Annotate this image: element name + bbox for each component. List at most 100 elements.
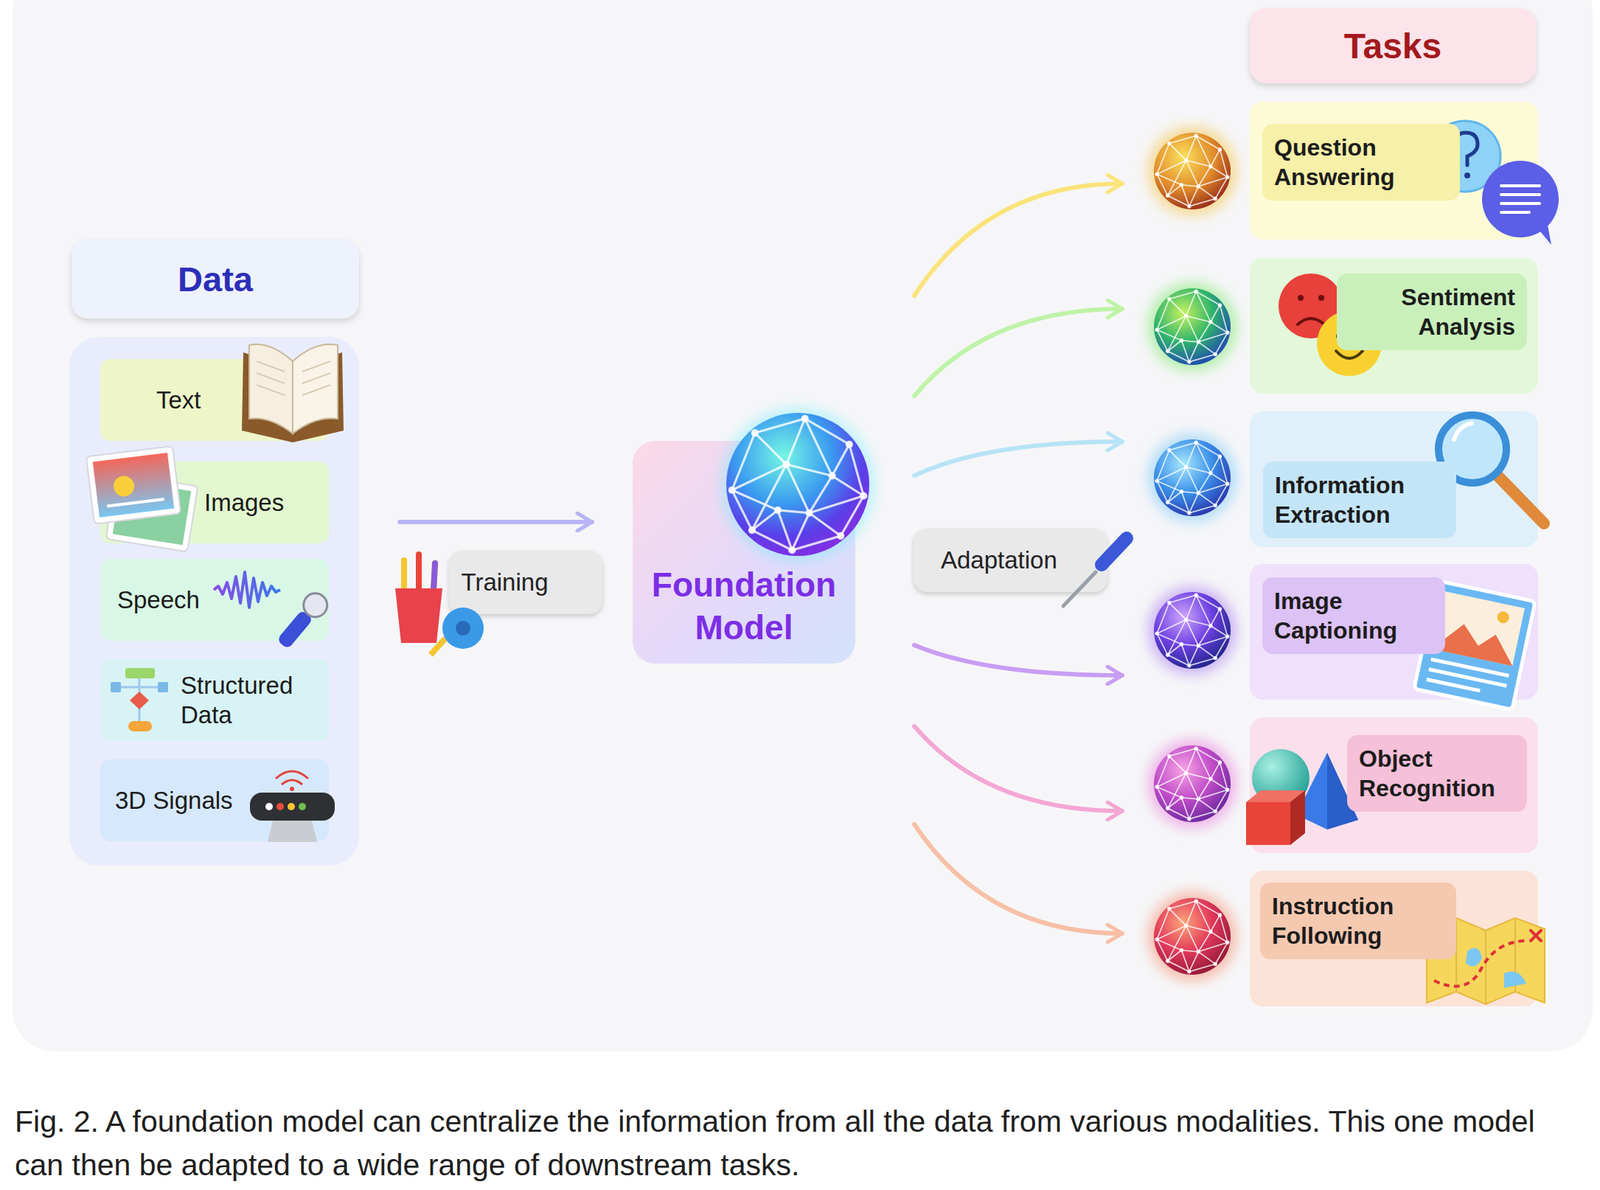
map-icon [1456,917,1516,1005]
node-text: Sentiment Analysis [1336,273,1528,351]
sentiment-icon [1278,273,1344,339]
router-icon [289,786,295,792]
label-box: Adaptation [913,528,1108,593]
map-icon [1426,917,1545,1005]
structured-data-icon [120,678,158,722]
magnifier-icon [1438,415,1544,524]
sentiment-icon [1278,273,1382,377]
task-sphere [1148,739,1237,829]
shapes-icon [1251,749,1310,807]
task-sphere [1148,892,1237,981]
map-icon [1426,917,1545,1005]
shapes-icon [1246,802,1291,845]
foundation-model-box: Foundation Model [632,440,856,664]
task-sphere [1148,586,1237,675]
task-sphere [1148,282,1237,371]
data-item-box: 3D Signals [100,759,329,842]
node-text: Image Captioning [1262,577,1446,655]
task-sphere [1153,439,1231,517]
images-icon [112,480,191,545]
router-icon [298,802,306,811]
task-sphere [1154,440,1230,515]
picture-card-icon [1431,591,1525,667]
connector-arrow [399,519,593,525]
training-icon [430,638,446,655]
node-text: Object Recognition [1347,735,1528,812]
connector-arrow [914,824,1123,934]
speech-icon [213,572,332,653]
structured-data-icon [110,668,169,732]
sentiment-icon [1297,318,1325,325]
task-sphere [1154,133,1230,208]
training-icon [442,607,484,649]
foundation-sphere [728,415,868,555]
task-box: Information Extraction [1249,411,1539,548]
node-text: Structured Data [180,670,329,730]
training-icon [395,554,484,655]
node-text: Speech [117,585,200,615]
router-icon [276,802,284,811]
task-sphere [1148,433,1237,523]
images-icon [112,474,135,498]
task-sphere [1153,898,1231,975]
label-text: Adaptation [940,546,1058,575]
sentiment-icon [1316,311,1382,377]
caption-text: Fig. 2. A foundation model can centraliz… [14,1100,1586,1188]
speech-icon [213,572,281,608]
task-box: Sentiment Analysis [1249,258,1539,394]
map-icon [1530,930,1542,941]
task-sphere [1148,126,1237,216]
structured-data-icon [157,682,169,693]
node-text: Text [156,385,202,416]
sentiment-icon [1356,333,1363,340]
task-sphere [1154,289,1230,364]
question-icon [1482,160,1559,238]
sentiment-icon [1297,294,1304,301]
group-heading-box: Data [71,239,360,319]
picture-card-icon [1496,610,1511,625]
structured-data-icon [129,691,149,710]
shapes-icon [1246,749,1359,845]
task-sphere [1154,898,1230,974]
task-sphere [1153,745,1231,823]
data-group-panel: DataTextImagesSpeechStructured Data3D Si… [69,336,360,866]
sentiment-icon [1336,333,1342,340]
book-icon [256,361,331,396]
node-text: 3D Signals [115,785,233,816]
structured-data-icon [125,668,155,679]
foundation-sphere [726,412,870,556]
tasks-heading-box: Tasks [1249,8,1536,84]
magnifier-icon [1498,476,1544,524]
images-icon [92,452,175,518]
book-icon [241,344,344,443]
structured-data-icon [110,682,121,693]
figure-caption: Fig. 2. A foundation model can centraliz… [14,1100,1586,1188]
node-text: Images [204,488,284,518]
foundation-sphere [721,407,875,562]
shapes-icon [1290,790,1306,845]
magnifier-icon [1438,415,1507,483]
shapes-icon [1246,790,1306,803]
data-item-box: Structured Data [100,659,329,742]
book-icon [292,344,338,434]
router-icon [287,802,295,811]
speech-icon [276,609,314,650]
question-icon [1439,184,1459,201]
data-item-box: Images [100,461,329,544]
node-text: Tasks [1344,25,1443,67]
images-icon [106,473,199,552]
question-icon [1536,221,1552,245]
connector-arrow [914,308,1123,396]
connector-arrow [914,726,1123,812]
magnifier-icon [1454,423,1472,440]
picture-card-icon [1431,618,1519,666]
picture-card-icon [1426,659,1509,697]
training-icon [455,620,471,636]
images-icon [106,499,164,507]
question-icon [1454,132,1478,166]
training-icon [415,554,422,590]
task-box: Image Captioning [1249,564,1539,700]
node-text: Data [177,258,253,300]
question-icon [1501,185,1540,213]
router-icon [265,802,273,811]
